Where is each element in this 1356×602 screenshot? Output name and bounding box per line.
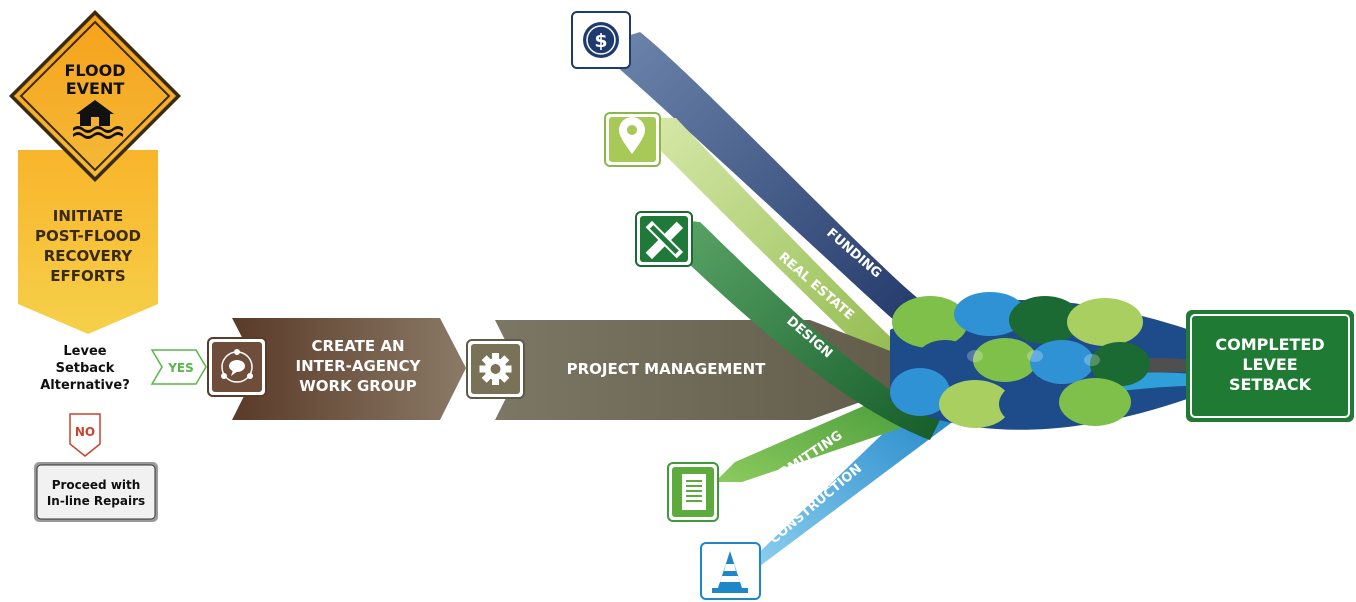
completed-setback-sign: COMPLETED LEVEE SETBACK	[1186, 310, 1354, 422]
no-label: NO	[75, 425, 95, 439]
banner-line-4: EFFORTS	[50, 267, 125, 285]
banner-line-1: INITIATE	[53, 207, 123, 225]
ruler-pencil-icon	[645, 220, 684, 260]
gear-icon	[479, 353, 512, 385]
workgroup-line-3: WORK GROUP	[299, 377, 416, 395]
yes-arrow: YES	[150, 349, 207, 385]
real-estate-icon-box	[604, 112, 661, 167]
stream-construction	[745, 398, 955, 566]
alt-line-1: Proceed with	[52, 478, 141, 492]
no-arrow: NO	[69, 413, 101, 457]
design-icon-box	[635, 211, 693, 267]
workgroup-line-2: INTER-AGENCY	[296, 357, 422, 375]
label-project-management: PROJECT MANAGEMENT	[567, 360, 767, 378]
decision-question: Levee Setback Alternative?	[40, 344, 130, 393]
banner-line-3: RECOVERY	[44, 247, 134, 265]
location-pin-icon	[619, 117, 645, 154]
stream-real-estate	[655, 118, 915, 388]
svg-text:$: $	[594, 30, 607, 52]
banner-line-2: POST-FLOOD	[35, 227, 141, 245]
permitting-icon-box	[667, 462, 719, 522]
question-line-2: Setback	[56, 361, 115, 376]
traffic-cone-icon	[712, 551, 748, 593]
dollar-icon: $	[583, 22, 619, 58]
workgroup-line-1: CREATE AN	[311, 337, 404, 355]
flood-banner	[18, 150, 158, 334]
funding-icon-box: $	[571, 11, 631, 69]
construction-icon-box	[700, 542, 761, 600]
project-management-icon-box	[466, 339, 525, 399]
document-icon	[682, 474, 706, 510]
flood-event-sign: FLOOD EVENT	[9, 10, 181, 182]
flooded-house-icon	[73, 100, 123, 139]
workgroup-icon-box	[207, 337, 267, 397]
stream-funding	[615, 32, 920, 330]
result-line-1: COMPLETED	[1215, 335, 1324, 354]
result-line-3: SETBACK	[1229, 375, 1312, 394]
flood-line-2: EVENT	[66, 79, 125, 98]
question-line-3: Alternative?	[40, 378, 130, 393]
yes-label: YES	[167, 361, 194, 375]
flood-line-1: FLOOD	[64, 61, 125, 80]
workgroup-arrow	[232, 318, 466, 420]
alt-line-2: In-line Repairs	[47, 494, 145, 508]
proceed-repairs-box: Proceed with In-line Repairs	[34, 462, 158, 522]
initiate-recovery-text: INITIATE POST-FLOOD RECOVERY EFFORTS	[35, 207, 141, 285]
braided-streams	[890, 292, 1192, 430]
question-line-1: Levee	[63, 344, 106, 359]
stream-design	[678, 220, 940, 440]
workgroup-text: CREATE AN INTER-AGENCY WORK GROUP	[296, 337, 422, 395]
chat-network-icon	[221, 349, 253, 383]
result-line-2: LEVEE	[1242, 355, 1297, 374]
